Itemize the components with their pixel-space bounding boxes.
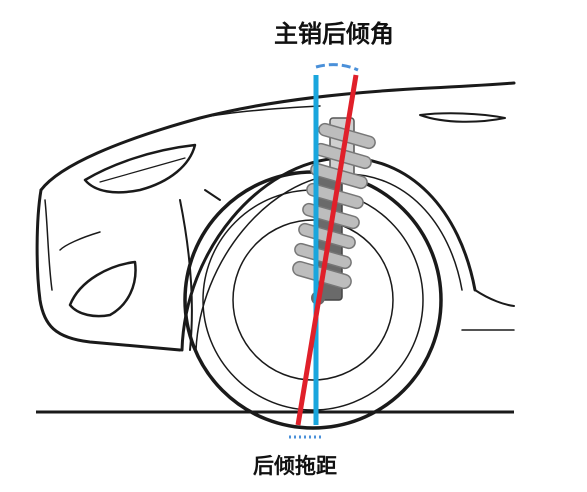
caster-trail-label: 后倾拖距 bbox=[253, 454, 337, 478]
caster-angle-arc bbox=[315, 63, 359, 72]
car-body bbox=[35, 81, 516, 352]
caster-angle-label: 主销后倾角 bbox=[274, 20, 394, 48]
kingpin-axis bbox=[295, 74, 359, 426]
